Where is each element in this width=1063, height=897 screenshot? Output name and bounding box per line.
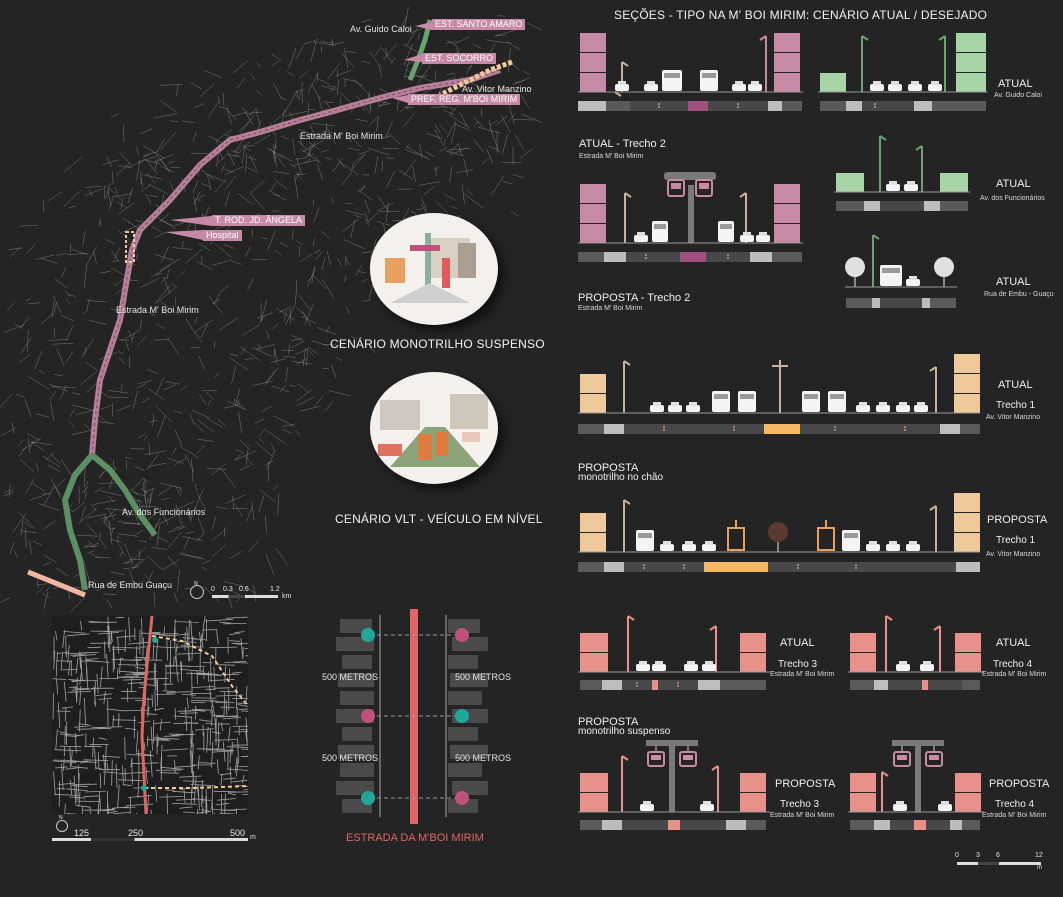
main-map: Av. Guido Caloi Av. Vitor Manzino Estrad… — [0, 0, 543, 613]
dist1-left: 500 METROS — [322, 672, 379, 682]
s-func-title: ATUAL — [996, 178, 1031, 190]
s-t4-atual-title: ATUAL — [996, 637, 1031, 649]
dist1-right: 500 METROS — [455, 672, 512, 682]
detail-north-arrow-icon — [56, 820, 68, 832]
s-t3-atual-sub: Estrada M' Boi Mirim — [770, 671, 835, 678]
street-network — [0, 7, 543, 613]
tag-pref-reg: PREF. REG. M'BOI MIRIM — [408, 94, 521, 105]
prop-susp-sub: monotrilho suspenso — [578, 726, 671, 737]
s-t1-atual-sub: Av. Vitor Manzino — [986, 414, 1041, 421]
s-t4-prop-trecho: Trecho 4 — [995, 799, 1035, 810]
s-t2-atual-title: ATUAL - Trecho 2 — [579, 138, 666, 150]
north-label: N — [194, 581, 198, 587]
section-scale-t2: 6 — [996, 852, 1000, 859]
sections-title: SEÇÕES - TIPO NA M' BOI MIRIM: CENÁRIO A… — [614, 8, 988, 22]
north-arrow-icon — [190, 585, 204, 599]
label-funcionarios: Av. dos Funcionários — [122, 507, 206, 517]
section-scale-unit: m — [1037, 865, 1042, 871]
s-t3-atual-trecho: Trecho 3 — [778, 659, 818, 670]
tag-est-santo-amaro: EST. SANTO AMARO — [432, 19, 526, 30]
map-scale: N 0 0.3 0.6 1.2 km — [190, 581, 300, 605]
tag-rodoviaria: T. ROD. JD. ÂNGELA — [212, 215, 306, 226]
s-embu-sub: Rua de Embu - Guaçu — [984, 291, 1054, 298]
s-t4-prop-title: PROPOSTA — [989, 778, 1050, 790]
section-scale-t1: 3 — [976, 852, 980, 859]
scale-t2: 0.6 — [239, 586, 249, 593]
s-t3-prop-sub: Estrada M' Boi Mirim — [770, 812, 835, 819]
s-t2-prop-sub: Estrada M' Boi Mirim — [578, 305, 643, 312]
scenario-vlt-image — [370, 372, 498, 484]
label-embu-guacu: Rua de Embu Guaçu — [88, 580, 173, 590]
scenario-monotrilho-title: CENÁRIO MONOTRILHO SUSPENSO — [330, 337, 545, 351]
scenario-vlt-title: CENÁRIO VLT - VEÍCULO EM NÍVEL — [335, 512, 543, 526]
tag-est-socorro: EST. SOCORRO — [422, 53, 497, 64]
s-t3-atual-title: ATUAL — [780, 637, 815, 649]
detail-scale-t3: 500 — [230, 828, 246, 838]
detail-map-scale: N 125 250 500 m — [52, 815, 262, 842]
section-scale: 0 3 6 12 m — [955, 852, 1055, 872]
prop-susp-title: PROPOSTA — [578, 716, 639, 728]
s-t1-atual-trecho: Trecho 1 — [996, 400, 1036, 411]
s-guido-title: ATUAL — [998, 78, 1033, 90]
station-diagram-graphic — [336, 609, 488, 824]
s-t1-prop-title: PROPOSTA — [987, 514, 1048, 526]
callout-pointers — [165, 22, 432, 240]
section-scale-t0: 0 — [955, 852, 959, 859]
scenario-monotrilho-image — [370, 213, 498, 325]
s-t4-prop-sub: Estrada M' Boi Mirim — [982, 812, 1047, 819]
dist2-left: 500 METROS — [322, 753, 379, 763]
s-func-sub: Av. dos Funcionários — [980, 195, 1045, 202]
road-label: ESTRADA DA M'BOI MIRIM — [346, 832, 484, 844]
dist2-right: 500 METROS — [455, 753, 512, 763]
s-t1-atual-title: ATUAL — [998, 379, 1033, 391]
scale-t0: 0 — [211, 586, 215, 593]
label-estrada-mid: Estrada M' Boi Mirim — [116, 305, 199, 315]
s-t1-prop-trecho: Trecho 1 — [996, 535, 1036, 546]
detail-scale-unit: m — [250, 834, 256, 841]
detail-scale-t1: 125 — [74, 828, 90, 838]
detail-routes — [140, 616, 248, 814]
station-diagram: 500 METROS 500 METROS 500 METROS 500 MET… — [300, 605, 530, 845]
label-vitor-manzino: Av. Vitor Manzino — [462, 84, 532, 94]
s-t2-atual-sub: Estrada M' Boi Mirim — [579, 153, 644, 160]
s-t3-prop-title: PROPOSTA — [775, 778, 836, 790]
s-t4-atual-sub: Estrada M' Boi Mirim — [982, 671, 1047, 678]
detail-scale-t2: 250 — [128, 828, 144, 838]
s-t4-atual-trecho: Trecho 4 — [993, 659, 1033, 670]
prop-chao-sub: monotrilho no chão — [578, 472, 664, 483]
detail-street-network — [52, 616, 248, 814]
scale-unit: km — [282, 593, 292, 600]
s-embu-title: ATUAL — [996, 276, 1031, 288]
label-guido-caloi: Av. Guido Caloi — [350, 24, 412, 34]
s-t2-prop-title: PROPOSTA - Trecho 2 — [578, 292, 691, 304]
prop-chao-title: PROPOSTA — [578, 462, 639, 474]
scale-t1: 0.3 — [223, 586, 233, 593]
section-scale-t3: 12 — [1035, 852, 1043, 859]
detail-map — [52, 616, 248, 814]
s-t1-prop-sub: Av. Vitor Manzino — [986, 551, 1041, 558]
detail-north-label: N — [59, 815, 63, 821]
s-t3-prop-trecho: Trecho 3 — [780, 799, 820, 810]
tag-hospital: Hospital — [203, 230, 242, 241]
label-estrada-top: Estrada M' Boi Mirim — [300, 131, 383, 141]
route-lines — [27, 19, 513, 598]
s-guido-sub: Av. Guido Caloi — [994, 92, 1042, 99]
scale-t3: 1.2 — [270, 586, 280, 593]
